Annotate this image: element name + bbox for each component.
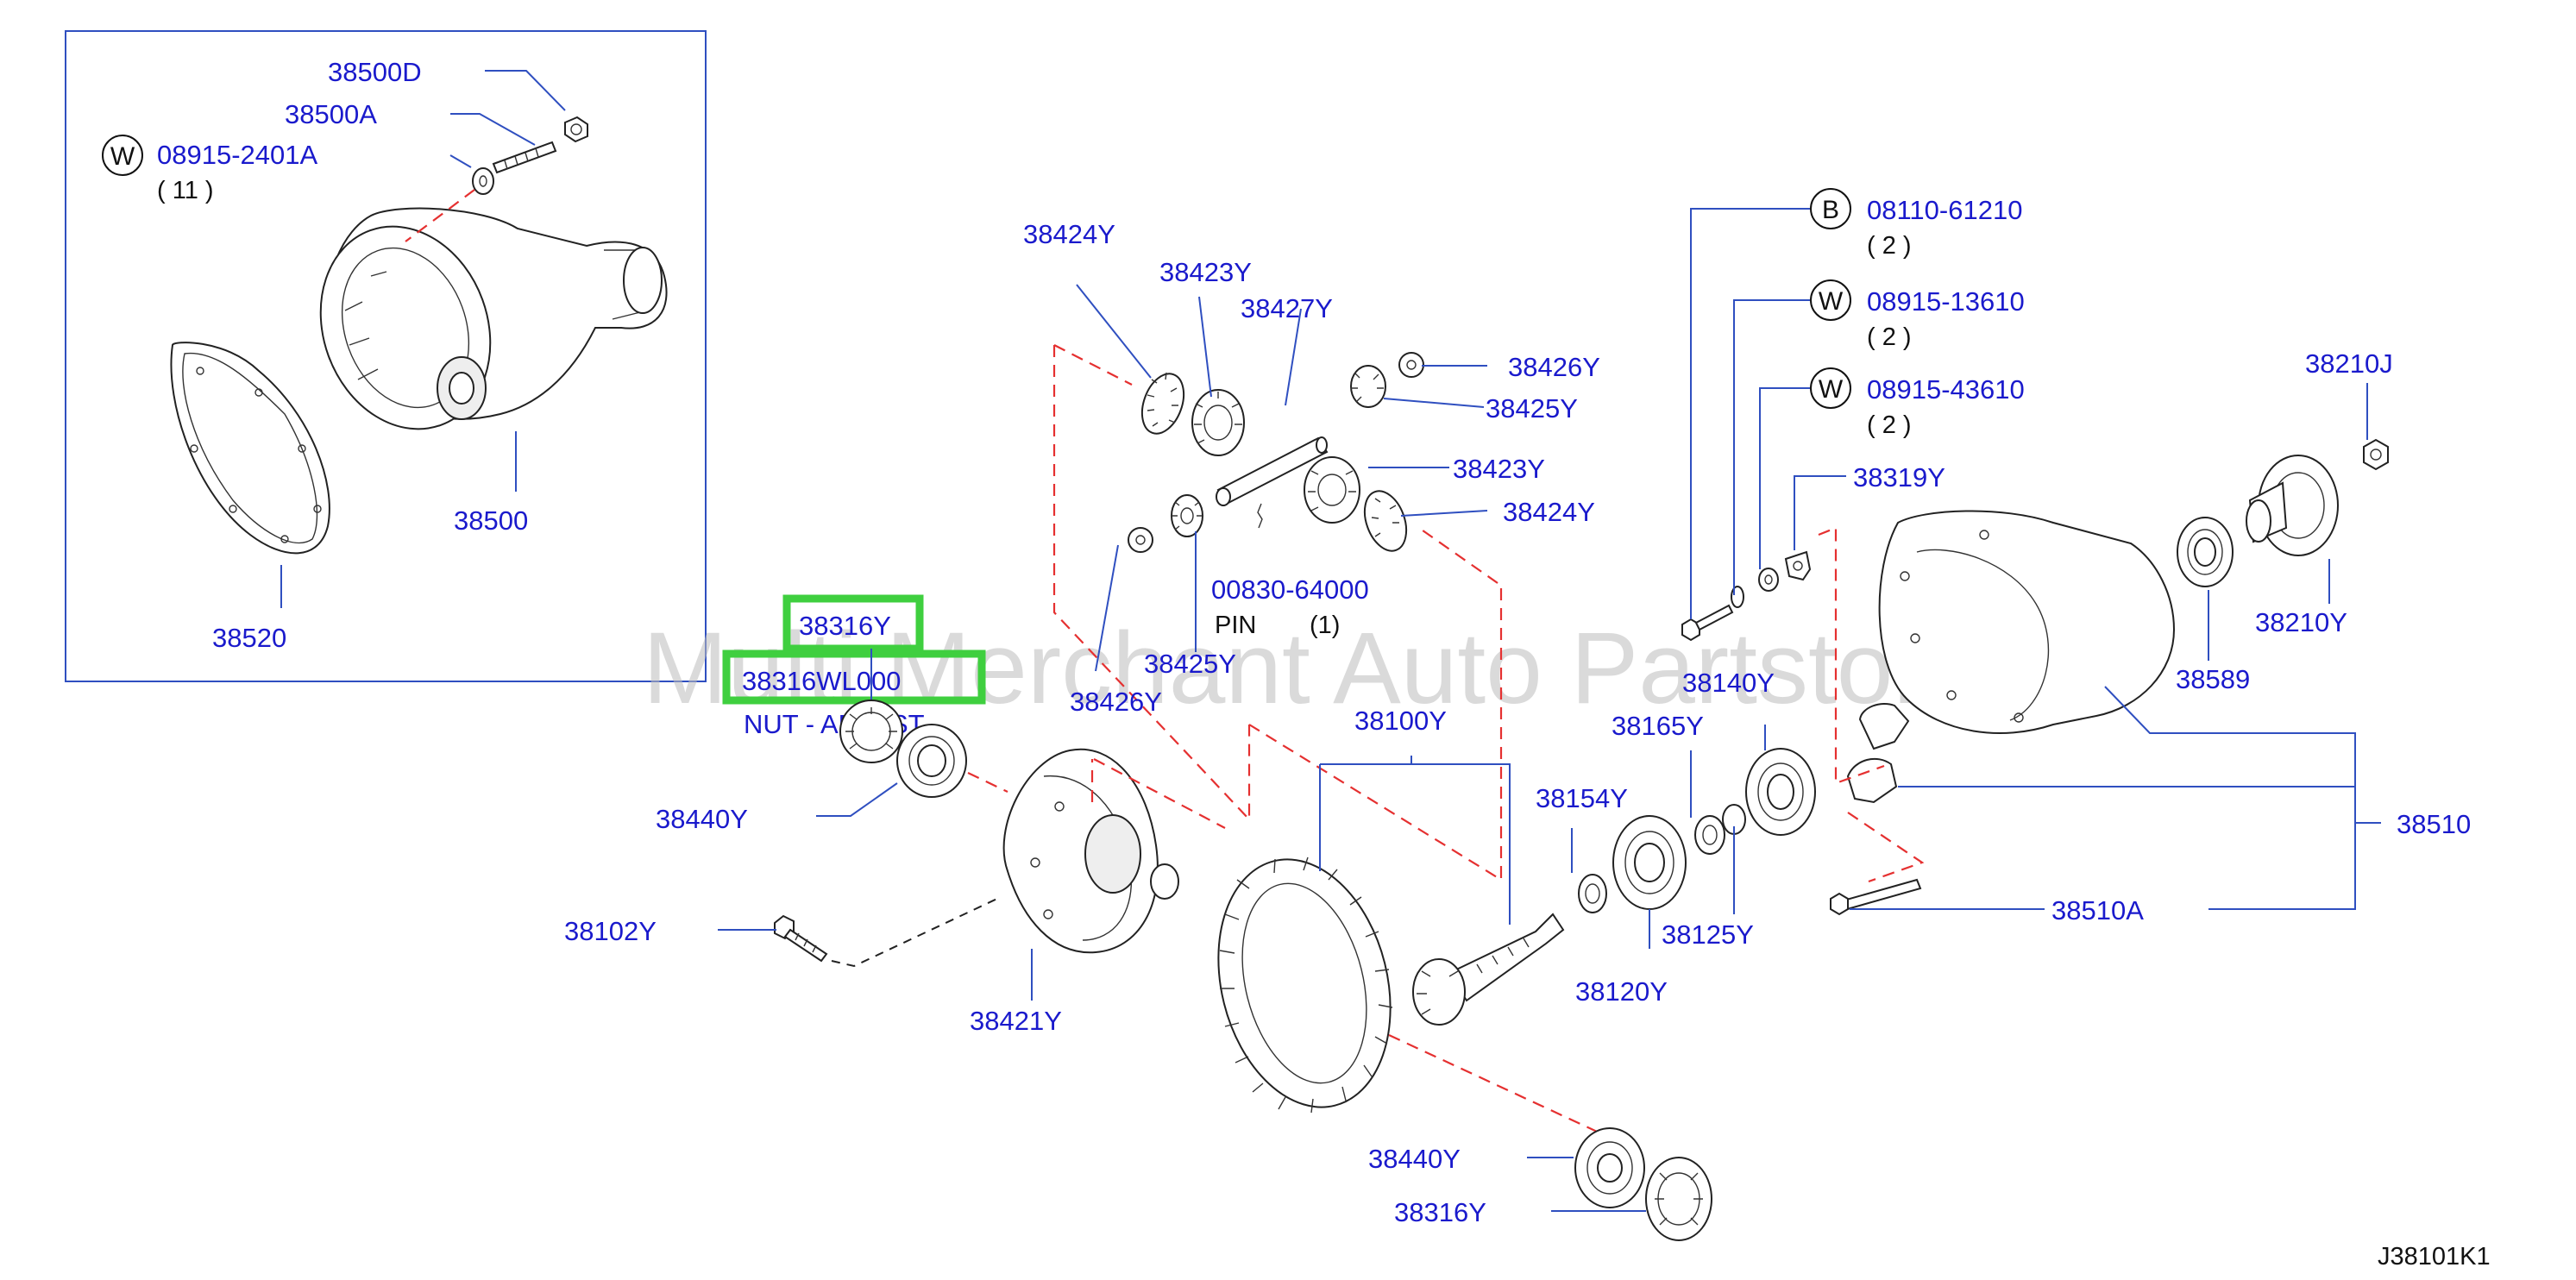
bolt-38102Y-drawing — [774, 896, 1002, 968]
label-38426Y-low[interactable]: 38426Y — [1070, 687, 1162, 717]
label-38421Y[interactable]: 38421Y — [970, 1006, 1062, 1036]
red-guide-lines-cluster — [1052, 344, 1503, 882]
label-38120Y[interactable]: 38120Y — [1575, 976, 1668, 1007]
qty-pin: (1) — [1310, 612, 1340, 639]
label-38500A: 38500A — [285, 99, 377, 129]
label-38210J[interactable]: 38210J — [2305, 348, 2393, 379]
inset-fasteners-drawing — [405, 116, 588, 242]
label-38316Y-highlight[interactable]: 38316Y — [799, 611, 891, 641]
label-38440Y-left[interactable]: 38440Y — [656, 804, 748, 834]
label-38510[interactable]: 38510 — [2397, 809, 2471, 839]
washer-mark-w-3: W — [1819, 375, 1844, 404]
label-38425Y-low[interactable]: 38425Y — [1144, 649, 1236, 679]
label-38125Y[interactable]: 38125Y — [1662, 919, 1754, 950]
bolt-mark-circle — [1810, 188, 1851, 229]
label-38425Y-top[interactable]: 38425Y — [1486, 393, 1578, 424]
bearing-38440Y-left-drawing — [896, 724, 1008, 798]
label-38424Y-top[interactable]: 38424Y — [1023, 219, 1115, 249]
diff-case-38421Y-drawing — [1002, 748, 1179, 954]
label-38102Y[interactable]: 38102Y — [564, 916, 657, 946]
leader-lines — [718, 208, 2381, 1212]
label-38319Y[interactable]: 38319Y — [1853, 462, 1945, 493]
label-pin: PIN — [1215, 612, 1256, 639]
label-38154Y[interactable]: 38154Y — [1536, 783, 1628, 813]
bolt-mark-b: B — [1822, 196, 1839, 224]
label-08110-61210[interactable]: 08110-61210 — [1867, 195, 2022, 225]
qty-08915-2401A: ( 11 ) — [157, 177, 214, 204]
label-08915-43610[interactable]: 08915-43610 — [1867, 374, 2025, 405]
washer-mark-w: W — [110, 142, 135, 171]
label-38210Y[interactable]: 38210Y — [2255, 607, 2347, 637]
highlight-box-38316WL000 — [722, 649, 986, 705]
label-38100Y[interactable]: 38100Y — [1354, 706, 1447, 736]
label-38165Y[interactable]: 38165Y — [1612, 711, 1704, 741]
adjust-nut-38316Y-left-drawing — [839, 649, 903, 763]
flange-and-seal-drawing — [2177, 438, 2389, 587]
inset-leaders — [280, 70, 566, 608]
label-38140Y[interactable]: 38140Y — [1682, 668, 1775, 698]
label-08915-13610[interactable]: 08915-13610 — [1867, 286, 2025, 317]
label-38520: 38520 — [212, 623, 286, 653]
label-38427Y[interactable]: 38427Y — [1241, 293, 1333, 323]
washer-mark-circle-3 — [1810, 367, 1851, 409]
highlight-box-38316Y — [782, 594, 924, 653]
label-08915-2401A: 08915-2401A — [157, 140, 317, 170]
washer-mark-circle — [102, 135, 143, 176]
label-38423Y-mid[interactable]: 38423Y — [1453, 454, 1545, 484]
label-38500: 38500 — [454, 505, 528, 536]
bottom-bearing-nut-drawing — [1574, 1127, 1712, 1241]
qty-08110-61210: ( 2 ) — [1867, 232, 1912, 260]
diff-carrier-38510-drawing — [1818, 510, 2176, 916]
carrier-assembly-38500-drawing — [319, 207, 668, 430]
washer-mark-w-2: W — [1819, 287, 1844, 316]
label-38500D: 38500D — [328, 57, 422, 87]
assembly-inset-frame — [65, 30, 707, 682]
diagram-id: J38101K1 — [2378, 1243, 2491, 1271]
washer-mark-circle-2 — [1810, 279, 1851, 321]
label-38424Y-mid[interactable]: 38424Y — [1503, 497, 1595, 527]
label-38316Y-bottom[interactable]: 38316Y — [1394, 1197, 1486, 1227]
label-38589[interactable]: 38589 — [2176, 664, 2250, 694]
label-38510A[interactable]: 38510A — [2051, 895, 2144, 925]
label-00830-64000[interactable]: 00830-64000 — [1211, 574, 1369, 605]
ring-gear-pinion-38100Y-drawing — [1217, 856, 1631, 1148]
qty-08915-13610: ( 2 ) — [1867, 323, 1912, 351]
pinion-bearings-drawing — [1578, 748, 1816, 913]
label-38426Y-top[interactable]: 38426Y — [1508, 352, 1600, 382]
label-38423Y-top[interactable]: 38423Y — [1159, 257, 1252, 287]
qty-08915-43610: ( 2 ) — [1867, 411, 1912, 439]
gasket-38520-drawing — [170, 342, 330, 555]
label-38440Y-bottom[interactable]: 38440Y — [1368, 1144, 1461, 1174]
pinion-mate-cluster-drawing — [1128, 352, 1424, 553]
label-38316WL000[interactable]: 38316WL000 — [742, 666, 901, 696]
